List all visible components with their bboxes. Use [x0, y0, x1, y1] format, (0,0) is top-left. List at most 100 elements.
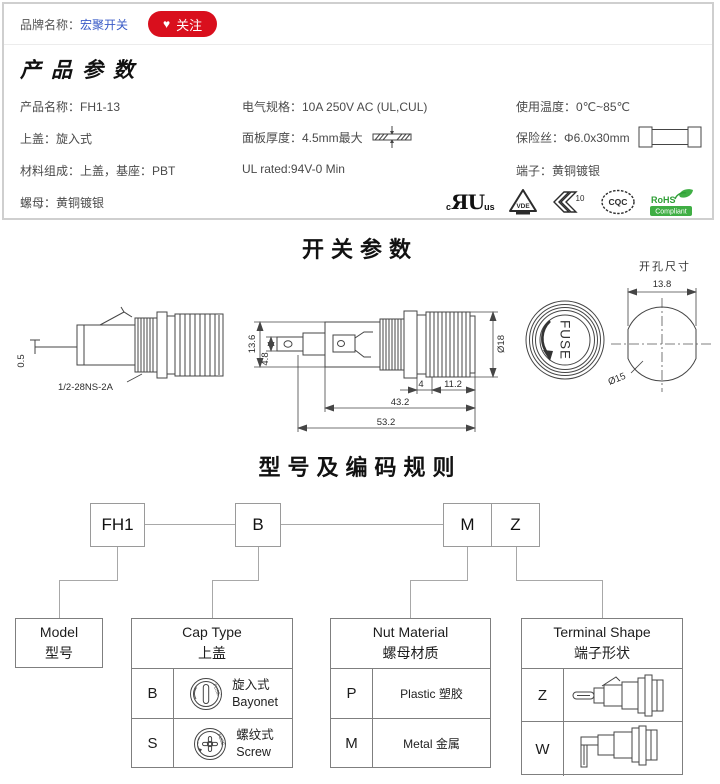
svg-text:1/2-28NS-2A: 1/2-28NS-2A: [58, 382, 114, 393]
code-box-model: FH1: [90, 503, 145, 547]
connector-line: [516, 547, 517, 580]
svg-text:53.2: 53.2: [377, 417, 396, 428]
fuse-cartridge-icon: [638, 126, 702, 148]
follow-button[interactable]: ♥ 关注: [148, 11, 218, 37]
param-panel-thickness: 面板厚度：4.5mm最大: [242, 126, 413, 148]
cap-table-title-en: Cap Type: [182, 624, 242, 640]
terminal-row-z: Z: [522, 669, 682, 722]
nut-code-m: M: [331, 719, 373, 768]
connector-line: [467, 547, 468, 580]
svg-text:10: 10: [575, 194, 584, 203]
connector-line: [410, 580, 468, 581]
param-nut: 螺母：黄铜镀银: [20, 196, 105, 210]
ul-mark: ЯU: [451, 190, 485, 214]
cap-table-title-zh: 上盖: [198, 645, 226, 661]
terminal-table-title-en: Terminal Shape: [553, 624, 651, 640]
cqc-certification-icon: CQC: [600, 189, 635, 215]
nut-table-title-en: Nut Material: [372, 624, 449, 640]
param-ul-rated: UL rated:94V-0 Min: [242, 162, 345, 176]
vde-certification-icon: VDE: [508, 189, 537, 215]
cul-suffix: us: [484, 202, 495, 212]
cap-row-screw: S FUSE 螺纹式 Screw: [132, 719, 292, 768]
heart-icon: ♥: [163, 17, 171, 31]
connector-line: [410, 580, 411, 618]
cul-us-certification-icon: c ЯU us: [446, 192, 495, 212]
connector-line: [59, 580, 118, 581]
param-temperature: 使用温度：0℃~85℃: [516, 100, 630, 114]
terminal-shape-table: Terminal Shape 端子形状 Z: [521, 618, 683, 776]
terminal-z-drawing: [572, 674, 664, 717]
model-title-en: Model: [39, 623, 79, 640]
svg-text:11.2: 11.2: [444, 379, 462, 390]
drawing-side-view-lead: 0.5 1/2-28NS-2A: [16, 306, 224, 393]
panel-thickness-text: 面板厚度：4.5mm最大: [242, 130, 363, 145]
connector-line: [212, 580, 213, 618]
connector-line: [281, 524, 443, 525]
panel-cross-section-icon: [372, 126, 412, 148]
product-params-title: 产品参数: [20, 57, 144, 82]
cap-screw-zh: 螺纹式: [236, 728, 274, 743]
nut-plastic-label: Plastic 塑胶: [400, 687, 463, 701]
connector-line: [117, 547, 118, 580]
bayonet-cap-icon: FUSE: [190, 677, 223, 710]
kema-keur-certification-icon: 10: [552, 191, 585, 213]
code-cell-nut: M: [460, 515, 475, 534]
cap-screw-en: Screw: [236, 744, 271, 759]
terminal-code-w: W: [522, 722, 564, 776]
svg-text:Ø15: Ø15: [607, 371, 628, 388]
cap-bayonet-zh: 旋入式: [232, 678, 270, 693]
code-box-nut-terminal: M Z: [443, 503, 540, 547]
drawing-fuse-cap-front: FUSE: [525, 300, 605, 380]
follow-button-label: 关注: [176, 17, 203, 33]
param-cap: 上盖：旋入式: [20, 132, 93, 146]
coding-rules-title: 型号及编码规则: [258, 455, 462, 480]
connector-line: [516, 580, 603, 581]
svg-text:Compliant: Compliant: [655, 209, 687, 216]
svg-text:0.5: 0.5: [16, 354, 27, 367]
product-parameter-panel: 品牌名称： 宏聚开关 ♥ 关注 产品参数 产品名称：FH1-13 上盖：旋入式 …: [2, 2, 714, 220]
param-terminal: 端子：黄铜镀银: [516, 164, 601, 178]
connector-line: [145, 524, 235, 525]
connector-line: [59, 580, 60, 618]
param-product-name: 产品名称：FH1-13: [20, 100, 121, 114]
terminal-w-drawing: [580, 725, 658, 768]
svg-text:FUSE: FUSE: [558, 320, 573, 360]
svg-text:CQC: CQC: [608, 197, 627, 207]
drawing-panel-hole: 开孔尺寸 13.8 Ø15: [607, 259, 714, 392]
svg-text:4.8: 4.8: [260, 352, 271, 365]
screw-cap-icon: FUSE: [194, 727, 227, 760]
fuse-size-text: 保险丝：Φ6.0x30mm: [516, 130, 630, 145]
switch-params-title: 开关参数: [301, 237, 418, 262]
certification-row: c ЯU us VDE 10 CQC RoHS: [446, 187, 695, 217]
param-electrical: 电气规格：10A 250V AC (UL,CUL): [242, 100, 428, 114]
terminal-code-z: Z: [522, 669, 564, 721]
cap-code-b: B: [132, 669, 174, 718]
brand-label: 品牌名称：: [20, 17, 81, 32]
model-title-zh: 型号: [45, 644, 73, 661]
cap-row-bayonet: B FUSE 旋入式 Bayonet: [132, 669, 292, 719]
terminal-table-title-zh: 端子形状: [574, 645, 630, 661]
svg-text:Ø18: Ø18: [496, 335, 507, 353]
cap-type-table: Cap Type 上盖 B FUSE 旋入式 Bayonet S: [131, 618, 293, 768]
drawing-dimensioned-view: 13.6 4.8 Ø18 4 11.2 43.2 53.2: [247, 310, 507, 432]
connector-line: [212, 580, 259, 581]
svg-text:13.8: 13.8: [653, 279, 672, 290]
nut-material-table: Nut Material 螺母材质 P Plastic 塑胶 M Metal 金…: [330, 618, 491, 768]
svg-text:43.2: 43.2: [391, 397, 410, 408]
terminal-row-w: W: [522, 722, 682, 776]
nut-table-title-zh: 螺母材质: [382, 645, 439, 661]
brand-link[interactable]: 宏聚开关: [80, 17, 129, 32]
code-cell-terminal: Z: [491, 504, 539, 546]
cul-prefix: c: [446, 202, 452, 212]
nut-metal-label: Metal 金属: [403, 737, 460, 751]
rohs-compliant-icon: RoHS Compliant: [649, 189, 693, 216]
code-box-cap: B: [235, 503, 281, 547]
param-fuse-size: 保险丝：Φ6.0x30mm: [516, 126, 702, 148]
nut-row-plastic: P Plastic 塑胶: [331, 669, 490, 719]
param-material: 材料组成：上盖，基座：PBT: [20, 164, 176, 178]
cap-code-s: S: [132, 719, 174, 768]
svg-text:VDE: VDE: [516, 203, 530, 210]
nut-code-p: P: [331, 669, 373, 718]
brand-bar: 品牌名称： 宏聚开关 ♥ 关注: [4, 4, 712, 45]
